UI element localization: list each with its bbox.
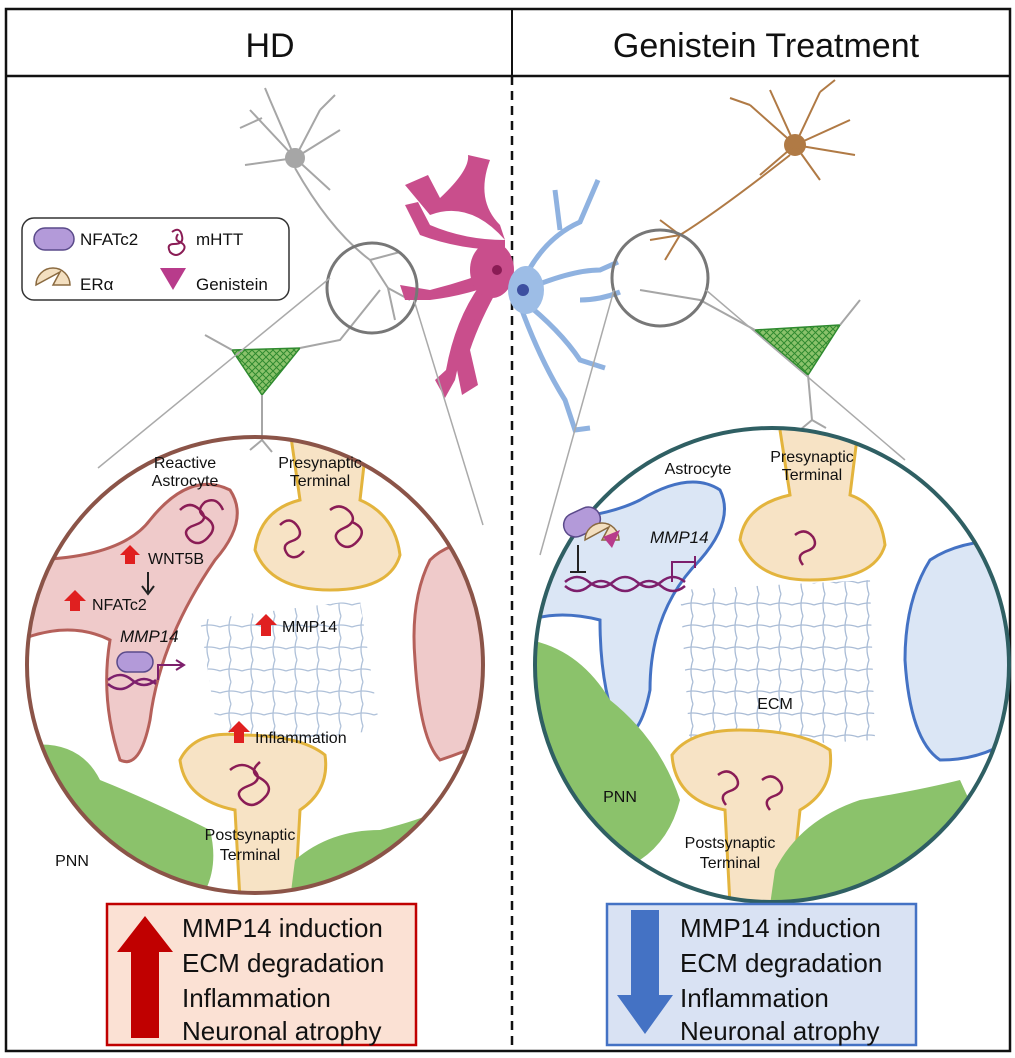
hd-pnn-neuron bbox=[204, 289, 381, 453]
treated-summary-line-1: MMP14 induction bbox=[680, 913, 881, 943]
label-presynaptic-1-treated: Presynaptic bbox=[770, 449, 854, 466]
label-mmp14-gene-hd: MMP14 bbox=[120, 627, 179, 646]
label-nfatc2: NFATc2 bbox=[92, 597, 147, 614]
figure-frame bbox=[4, 7, 1012, 1053]
hd-summary-up-arrow bbox=[117, 916, 173, 1038]
mhtt-aggregate-pre-1 bbox=[279, 519, 305, 559]
treated-ecm-mesh bbox=[680, 580, 875, 750]
treated-mhtt-aggregates bbox=[717, 530, 817, 811]
nfatc2-bound-icon bbox=[116, 651, 154, 673]
legend-box bbox=[21, 217, 290, 301]
era-icon bbox=[35, 267, 71, 287]
mhtt-aggregate-post-2 bbox=[761, 775, 784, 811]
treated-right-astrocyte bbox=[903, 538, 1009, 762]
genistein-bound-icon bbox=[603, 530, 620, 548]
treated-presynaptic-terminal bbox=[738, 429, 887, 582]
legend-mhtt: mHTT bbox=[196, 230, 243, 249]
treated-zoom-line-left bbox=[539, 289, 615, 556]
label-ecm: ECM bbox=[757, 696, 793, 713]
mhtt-icon bbox=[167, 228, 186, 256]
treated-pnn-neuron bbox=[639, 289, 861, 431]
genistein-icon bbox=[160, 268, 186, 290]
label-presynaptic-2-treated: Terminal bbox=[782, 467, 842, 484]
hd-astrocyte-process bbox=[27, 482, 239, 763]
mhtt-aggregate-pre-2 bbox=[329, 505, 363, 549]
legend: NFATc2 mHTT ERα Genistein bbox=[21, 217, 290, 301]
treated-summary-line-4: Neuronal atrophy bbox=[680, 1016, 879, 1046]
label-reactive-astrocyte-2: Astrocyte bbox=[152, 473, 219, 490]
hd-pnn-right bbox=[290, 810, 483, 893]
promoter-blocked-arrow bbox=[671, 556, 696, 582]
arrow-up-nfatc2 bbox=[64, 590, 86, 611]
label-mmp14: MMP14 bbox=[282, 619, 337, 636]
hd-summary-box: MMP14 induction ECM degradation Inflamma… bbox=[105, 902, 418, 1047]
hd-summary-line-1: MMP14 induction bbox=[182, 913, 383, 943]
label-wnt5b: WNT5B bbox=[148, 551, 204, 568]
right-panel-title: Genistein Treatment bbox=[613, 27, 920, 65]
label-pnn-left: PNN bbox=[55, 853, 89, 870]
label-mmp14-gene-treated: MMP14 bbox=[650, 528, 709, 547]
label-postsynaptic-1-treated: Postsynaptic bbox=[685, 835, 776, 852]
label-postsynaptic-2-treated: Terminal bbox=[700, 855, 760, 872]
legend-genistein: Genistein bbox=[196, 275, 268, 294]
label-astrocyte: Astrocyte bbox=[665, 461, 732, 478]
arrow-up-wnt5b bbox=[120, 545, 140, 564]
label-postsynaptic-1: Postsynaptic bbox=[205, 827, 296, 844]
treated-summary-down-arrow bbox=[617, 910, 673, 1034]
hd-zoom-line-right bbox=[413, 299, 484, 526]
label-pnn-right: PNN bbox=[603, 789, 637, 806]
treated-summary-line-2: ECM degradation bbox=[680, 948, 882, 978]
hd-ecm-mesh bbox=[200, 600, 380, 750]
hd-neuron bbox=[239, 87, 411, 321]
hd-reactive-astrocyte bbox=[400, 155, 514, 398]
hd-right-astrocyte bbox=[412, 538, 483, 762]
legend-nfatc2: NFATc2 bbox=[80, 230, 138, 249]
mhtt-aggregate-post bbox=[229, 761, 271, 807]
label-inflammation: Inflammation bbox=[255, 730, 347, 747]
legend-era: ERα bbox=[80, 275, 114, 294]
label-postsynaptic-2: Terminal bbox=[220, 847, 280, 864]
arrow-up-mmp14 bbox=[255, 614, 277, 636]
nfatc2-icon bbox=[33, 227, 75, 251]
hd-summary-line-2: ECM degradation bbox=[182, 948, 384, 978]
mhtt-aggregate-pre bbox=[794, 530, 817, 566]
hd-synapse-circle bbox=[25, 435, 485, 895]
hd-zoom-circle bbox=[325, 241, 419, 335]
mhtt-aggregate-astrocyte bbox=[179, 499, 225, 545]
treated-astrocyte-nucleus bbox=[517, 284, 529, 296]
treated-synapse-circle bbox=[533, 426, 1011, 904]
mhtt-aggregate-post-1 bbox=[717, 770, 740, 806]
inhibition-bar bbox=[570, 545, 586, 573]
arrow-up-inflammation bbox=[228, 721, 250, 743]
treated-pnn-left bbox=[535, 640, 680, 880]
hd-presynaptic-terminal bbox=[253, 437, 402, 592]
hd-synapse-view bbox=[27, 437, 483, 893]
dna-strand-treated bbox=[564, 575, 686, 593]
dna-strand-hd bbox=[107, 673, 157, 691]
promoter-active-arrow bbox=[157, 659, 186, 680]
hd-postsynaptic-terminal bbox=[178, 732, 328, 893]
hd-zoom-line-left bbox=[97, 277, 331, 469]
treated-zoom-line-right bbox=[705, 289, 906, 461]
hd-summary-line-4: Neuronal atrophy bbox=[182, 1016, 381, 1046]
wnt5b-to-nfatc2-arrow bbox=[141, 572, 155, 596]
hd-mhtt-aggregates bbox=[179, 499, 363, 807]
treated-zoom-circle bbox=[610, 228, 710, 328]
label-presynaptic-2: Terminal bbox=[290, 473, 350, 490]
treated-summary-box: MMP14 induction ECM degradation Inflamma… bbox=[605, 902, 918, 1047]
label-reactive-astrocyte-1: Reactive bbox=[154, 455, 216, 472]
treated-summary-line-3: Inflammation bbox=[680, 983, 829, 1013]
treated-neuron bbox=[649, 79, 856, 261]
hd-summary-line-3: Inflammation bbox=[182, 983, 331, 1013]
label-presynaptic-1: Presynaptic bbox=[278, 455, 362, 472]
left-panel-title: HD bbox=[245, 27, 294, 65]
